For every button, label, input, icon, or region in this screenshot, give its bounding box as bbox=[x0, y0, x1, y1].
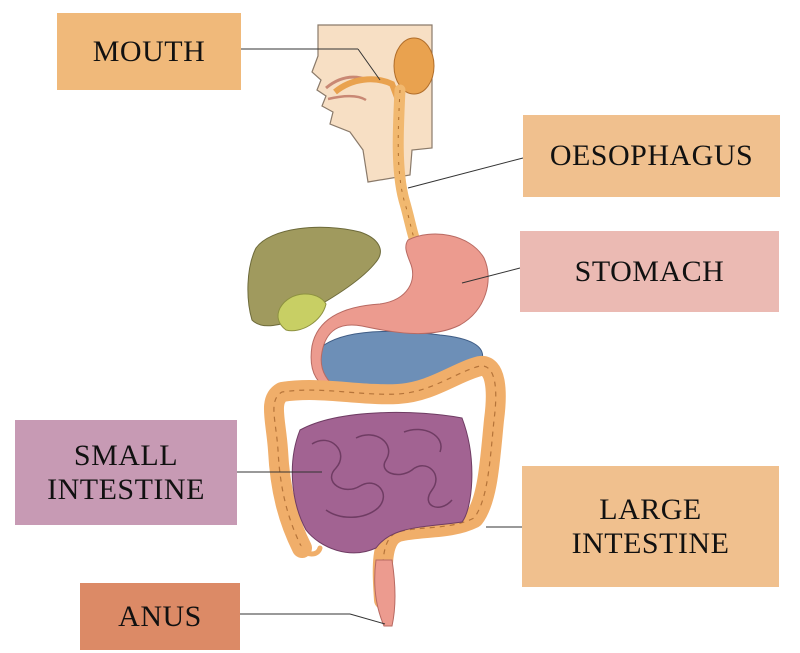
large-intestine-label-line-2: INTESTINE bbox=[571, 526, 730, 560]
leader-line-stomach bbox=[461, 267, 521, 284]
appendix-shape bbox=[297, 545, 323, 557]
stomach-label-text: STOMACH bbox=[574, 254, 725, 288]
mouth-label-text: MOUTH bbox=[92, 34, 206, 68]
small-intestine-coils bbox=[291, 411, 473, 554]
mouth-label: MOUTH bbox=[57, 13, 241, 90]
anus-label: ANUS bbox=[80, 583, 240, 650]
small-intestine-label: SMALL INTESTINE bbox=[15, 420, 237, 525]
anus-label-text: ANUS bbox=[118, 599, 202, 633]
stomach-shape bbox=[310, 233, 489, 389]
liver-shape bbox=[247, 226, 381, 327]
large-intestine-label-line-1: LARGE bbox=[599, 492, 702, 526]
leader-lines bbox=[237, 48, 524, 625]
small-intestine-label-line-1: SMALL bbox=[73, 438, 179, 472]
gallbladder-shape bbox=[277, 293, 327, 332]
oesophagus-label: OESOPHAGUS bbox=[523, 115, 780, 197]
small-intestine-label-line-2: INTESTINE bbox=[47, 472, 205, 506]
oesophagus-label-text: OESOPHAGUS bbox=[549, 139, 754, 172]
large-intestine-label: LARGE INTESTINE bbox=[522, 466, 779, 587]
rectum-anus-shape bbox=[374, 559, 396, 627]
leader-line-oesophagus bbox=[407, 157, 524, 189]
stomach-label: STOMACH bbox=[520, 231, 779, 312]
